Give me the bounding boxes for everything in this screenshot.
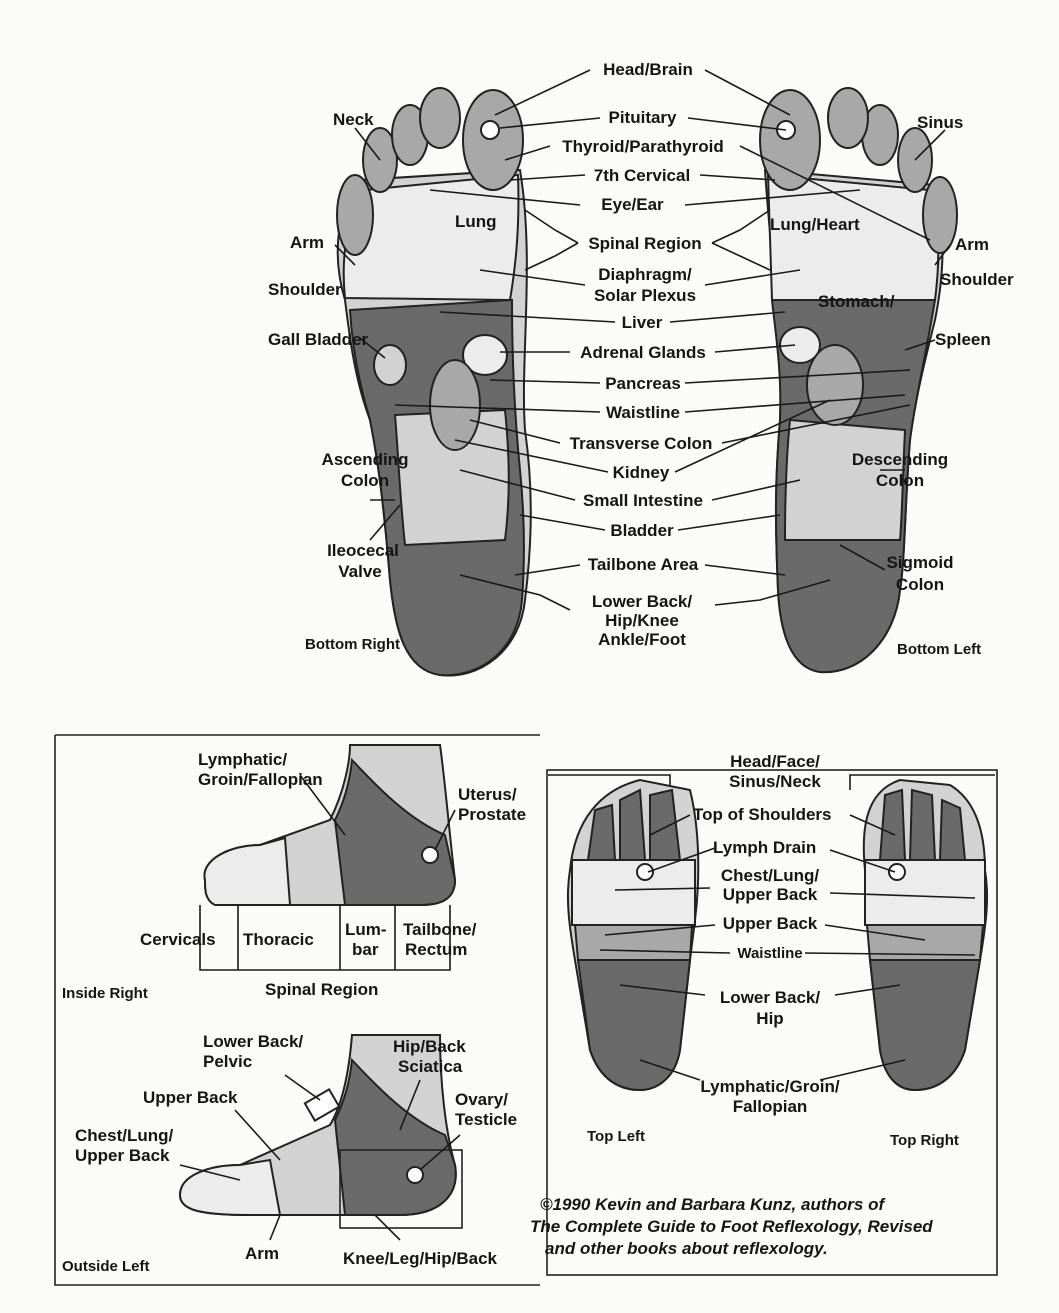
label-valve: Valve — [305, 562, 415, 581]
label-bar: bar — [352, 940, 378, 959]
label-pelvic: Pelvic — [203, 1052, 252, 1071]
label-pancreas: Pancreas — [598, 374, 688, 393]
label-testicle: Testicle — [455, 1110, 517, 1129]
label-upper-back-side-2: Upper Back — [75, 1146, 169, 1165]
label-7th-cervical: 7th Cervical — [582, 166, 702, 185]
label-ascending: Ascending — [310, 450, 420, 469]
label-arm-left: Arm — [955, 235, 989, 254]
caption-inside-right: Inside Right — [62, 985, 148, 1002]
copyright-line-2: The Complete Guide to Foot Reflexology, … — [530, 1216, 933, 1237]
label-prostate: Prostate — [458, 805, 526, 824]
bottom-right-foot — [337, 88, 531, 676]
label-ovary: Ovary/ — [455, 1090, 508, 1109]
label-colon-ascending: Colon — [310, 471, 420, 490]
label-head-face: Head/Face/ — [705, 752, 845, 771]
label-ankle-foot: Ankle/Foot — [572, 630, 712, 649]
label-diaphragm: Diaphragm/ — [580, 265, 710, 284]
caption-top-right: Top Right — [890, 1132, 959, 1149]
label-fallopian-top: Fallopian — [680, 1097, 860, 1116]
label-kidney: Kidney — [605, 463, 677, 482]
label-thyroid: Thyroid/Parathyroid — [548, 137, 738, 156]
label-lower-back-top: Lower Back/ — [705, 988, 835, 1007]
label-lower-back-pelvic: Lower Back/ — [203, 1032, 303, 1051]
label-adrenal-glands: Adrenal Glands — [568, 343, 718, 362]
label-head-brain: Head/Brain — [588, 60, 708, 79]
label-lum: Lum- — [345, 920, 387, 939]
label-shoulder-right: Shoulder — [268, 280, 342, 299]
label-gall-bladder: Gall Bladder — [268, 330, 368, 349]
label-hip-knee: Hip/Knee — [572, 611, 712, 630]
copyright-line-3: and other books about reflexology. — [545, 1238, 828, 1259]
label-shoulder-left: Shoulder — [940, 270, 1014, 289]
label-spleen: Spleen — [935, 330, 991, 349]
label-upper-back-side: Upper Back — [143, 1088, 237, 1107]
label-colon-descending: Colon — [840, 471, 960, 490]
label-sigmoid: Sigmoid — [870, 553, 970, 572]
label-spinal-region-side: Spinal Region — [265, 980, 378, 999]
label-waistline: Waistline — [598, 403, 688, 422]
label-top-of-shoulders: Top of Shoulders — [693, 805, 832, 824]
label-bladder: Bladder — [603, 521, 681, 540]
label-sciatica: Sciatica — [398, 1057, 462, 1076]
label-transverse-colon: Transverse Colon — [558, 434, 724, 453]
label-arm-right: Arm — [290, 233, 324, 252]
caption-top-left: Top Left — [587, 1128, 645, 1145]
label-upper-back-top-2: Upper Back — [700, 914, 840, 933]
label-lung: Lung — [455, 212, 497, 231]
label-sinus-neck: Sinus/Neck — [705, 772, 845, 791]
label-neck: Neck — [333, 110, 374, 129]
label-lymphatic-groin: Lymphatic/Groin/ — [680, 1077, 860, 1096]
label-sinus: Sinus — [917, 113, 963, 132]
label-chest-lung-side: Chest/Lung/ — [75, 1126, 173, 1145]
label-hip-back: Hip/Back — [393, 1037, 466, 1056]
label-groin-fallopian: Groin/Fallopian — [198, 770, 323, 789]
label-knee-leg: Knee/Leg/Hip/Back — [343, 1249, 497, 1268]
label-lung-heart: Lung/Heart — [770, 215, 860, 234]
label-liver: Liver — [612, 313, 672, 332]
caption-bottom-right: Bottom Right — [305, 636, 400, 653]
label-spinal-region: Spinal Region — [578, 234, 712, 253]
copyright-line-1: ©1990 Kevin and Barbara Kunz, authors of — [540, 1194, 884, 1215]
label-lymphatic: Lymphatic/ — [198, 750, 287, 769]
label-rectum: Rectum — [405, 940, 467, 959]
label-solar-plexus: Solar Plexus — [580, 286, 710, 305]
label-descending: Descending — [840, 450, 960, 469]
label-colon-sigmoid: Colon — [870, 575, 970, 594]
label-stomach: Stomach/ — [818, 292, 895, 311]
label-waistline-top: Waistline — [725, 945, 815, 962]
label-small-intestine: Small Intestine — [572, 491, 714, 510]
label-pituitary: Pituitary — [595, 108, 690, 127]
label-eye-ear: Eye/Ear — [580, 195, 685, 214]
label-lymph-drain: Lymph Drain — [713, 838, 816, 857]
label-uterus: Uterus/ — [458, 785, 517, 804]
caption-bottom-left: Bottom Left — [897, 641, 981, 658]
label-upper-back-top: Upper Back — [700, 885, 840, 904]
label-arm-side: Arm — [245, 1244, 279, 1263]
label-hip-top: Hip — [705, 1009, 835, 1028]
label-ileocecal: Ileocecal — [308, 541, 418, 560]
label-tailbone: Tailbone/ — [403, 920, 476, 939]
label-cervicals: Cervicals — [140, 930, 216, 949]
caption-outside-left: Outside Left — [62, 1258, 150, 1275]
label-thoracic: Thoracic — [243, 930, 314, 949]
label-tailbone-area: Tailbone Area — [578, 555, 708, 574]
label-lower-back: Lower Back/ — [572, 592, 712, 611]
label-chest-lung-top: Chest/Lung/ — [700, 866, 840, 885]
